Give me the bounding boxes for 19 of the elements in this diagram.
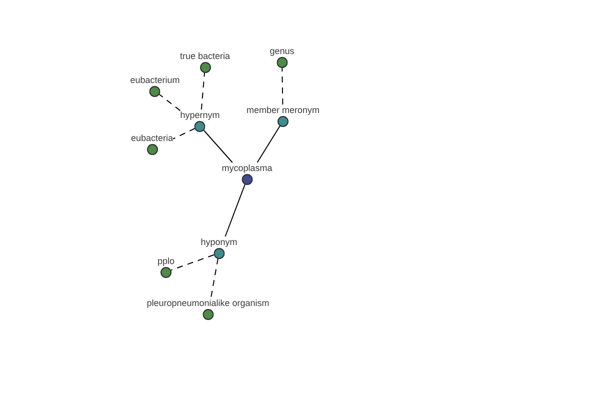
dashed-connector-line [170,254,214,271]
node-label: member meronym [246,104,320,116]
dashed-connector-line [158,94,181,112]
dashed-connector-line [200,72,206,110]
node-label: mycoplasma [222,162,272,174]
node-label: eubacterium [130,74,180,86]
node-label: pplo [158,256,174,266]
node-label: hyponym [200,236,238,248]
node-label: genus [270,46,294,56]
node-label: eubacteria [130,132,174,144]
dashed-connector-line [282,67,284,105]
node-label: hypernym [180,110,220,120]
connector-line [224,184,246,237]
dashed-connector-line [172,128,196,140]
dashed-connector-line [210,258,219,298]
connector-line [256,125,281,163]
connector-line [203,130,233,163]
node-label: pleuropneumonialike organism [146,298,270,308]
node-label: true bacteria [180,50,230,62]
